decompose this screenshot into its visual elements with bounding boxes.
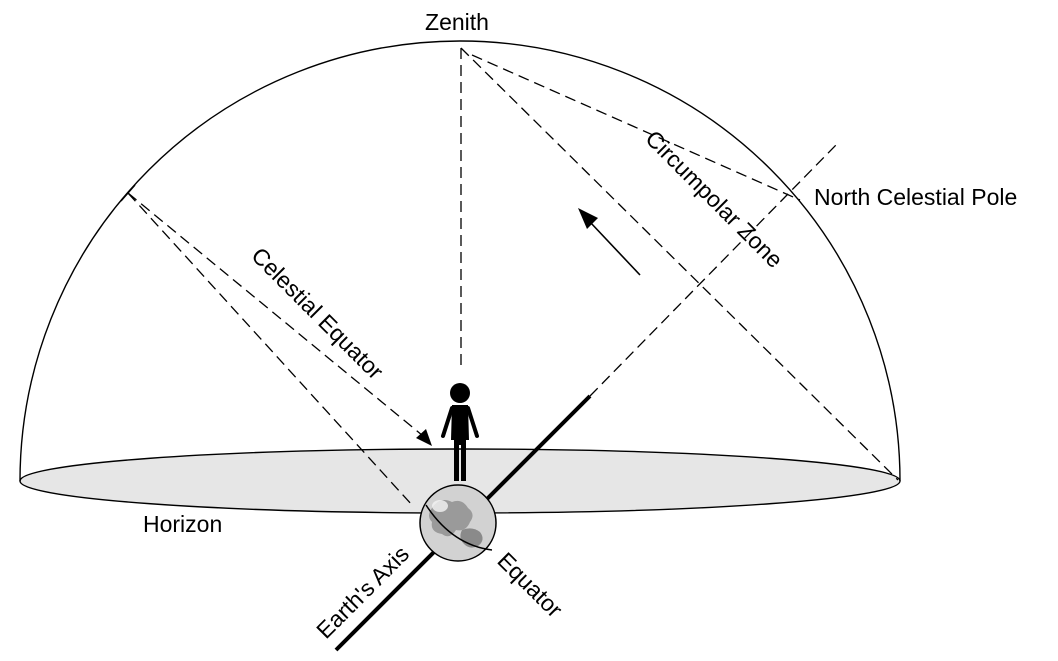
- earth-globe: [419, 484, 497, 562]
- celestial-dome: [19, 40, 901, 482]
- circumpolar-zone-label: Circumpolar Zone: [640, 125, 788, 273]
- horizon-label: Horizon: [143, 511, 222, 537]
- observer-figure: [441, 383, 479, 481]
- zenith-label: Zenith: [425, 9, 489, 35]
- north-celestial-pole-label: North Celestial Pole: [814, 184, 1017, 210]
- celestial-equator-arrow: [416, 429, 432, 446]
- celestial-equator-line: [127, 192, 429, 441]
- circumpolar-line-inner: [471, 54, 801, 201]
- dashed-construction-lines: [120, 47, 899, 506]
- circumpolar-line-outer: [460, 47, 899, 481]
- earth-equator-arc: [425, 504, 493, 551]
- earths-axis-label: Earth's Axis: [311, 541, 414, 644]
- pole-dashed-line: [589, 144, 837, 397]
- celestial-equator-boundary: [127, 192, 413, 506]
- equator-label: Equator: [492, 547, 568, 623]
- celestial-equator-label: Celestial Equator: [246, 242, 388, 384]
- circumpolar-rotation-arrow: [578, 208, 641, 276]
